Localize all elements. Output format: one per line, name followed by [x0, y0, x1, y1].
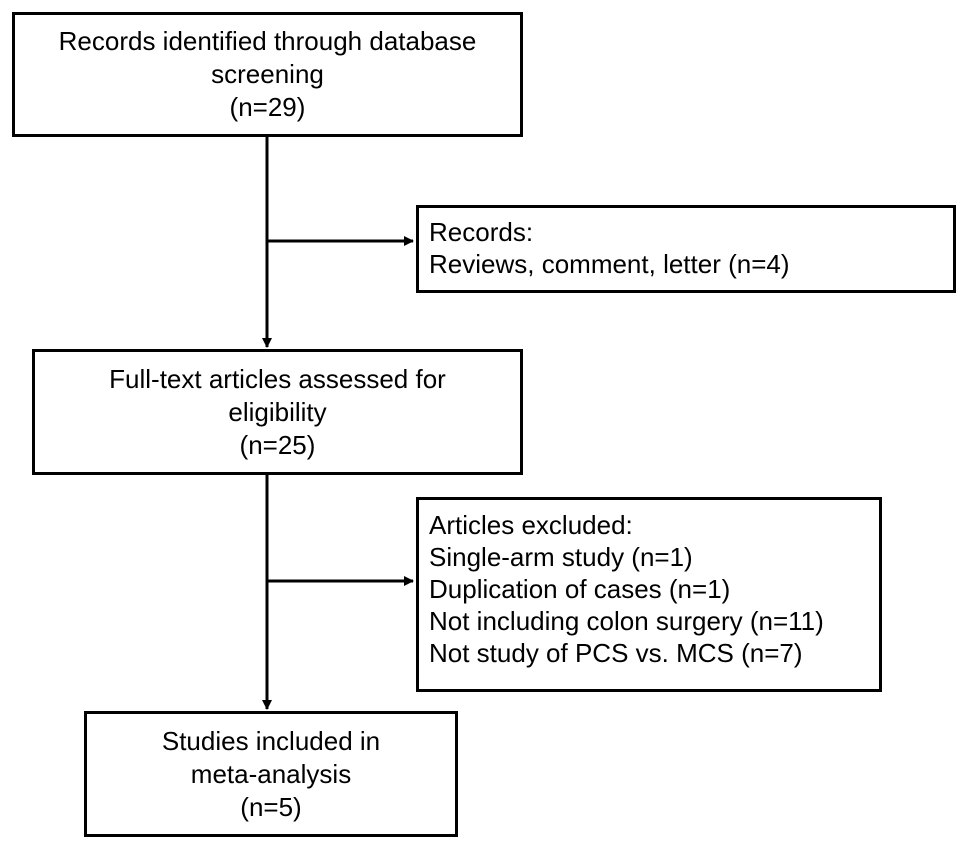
excluded-records-heading: Records: [429, 217, 534, 247]
full-text-articles-box: Full-text articles assessed for eligibil… [32, 349, 523, 475]
excluded-articles-reason-single-arm: Single-arm study (n=1) [429, 542, 693, 572]
excluded-records-reason: Reviews, comment, letter (n=4) [429, 249, 790, 279]
identified-records-box: Records identified through database scre… [12, 12, 523, 137]
excluded-records-box: Records: Reviews, comment, letter (n=4) [416, 205, 956, 293]
identified-records-count: (n=29) [229, 92, 306, 122]
included-studies-line-1: Studies included in [161, 725, 381, 756]
included-studies-line-2: meta-analysis [190, 758, 352, 789]
identified-records-line-2: screening [211, 59, 324, 89]
excluded-articles-box: Articles excluded: Single-arm study (n=1… [416, 497, 882, 692]
excluded-articles-reason-pcs-mcs: Not study of PCS vs. MCS (n=7) [429, 638, 803, 668]
included-studies-count: (n=5) [240, 791, 302, 822]
excluded-articles-reason-duplication: Duplication of cases (n=1) [429, 574, 731, 604]
full-text-articles-count: (n=25) [239, 429, 316, 460]
excluded-articles-reason-colon: Not including colon surgery (n=11) [429, 606, 824, 636]
included-studies-box: Studies included in meta-analysis (n=5) [84, 711, 458, 837]
full-text-articles-line-1: Full-text articles assessed for [109, 363, 446, 394]
excluded-articles-heading: Articles excluded: [429, 510, 633, 540]
identified-records-line-1: Records identified through database [58, 26, 477, 56]
full-text-articles-line-2: eligibility [228, 396, 327, 427]
